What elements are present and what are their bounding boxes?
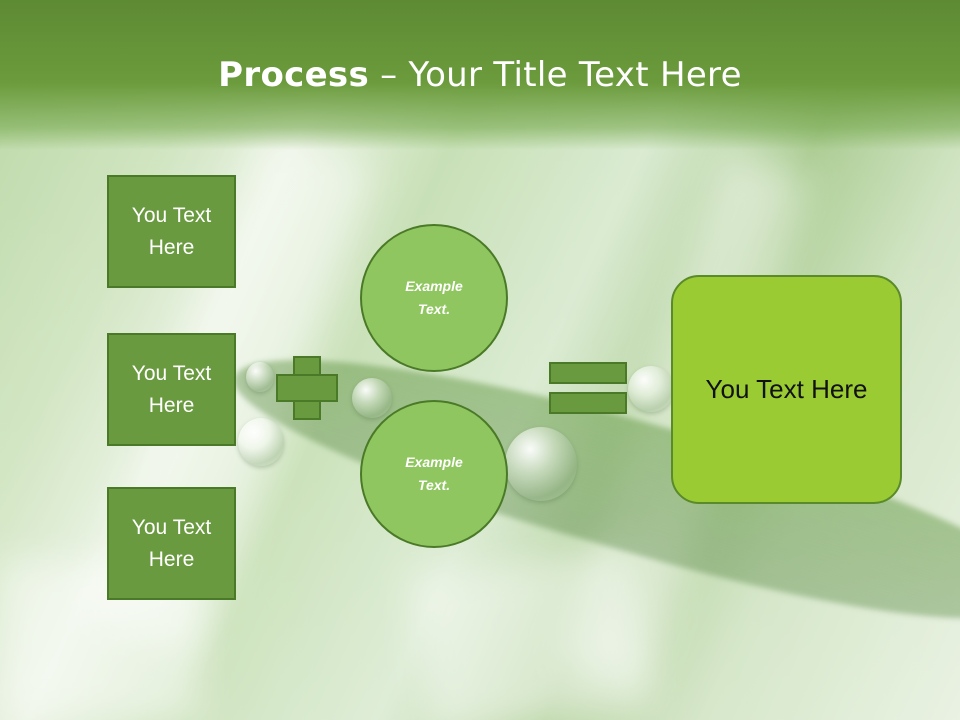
result-label: You Text Here xyxy=(705,374,868,404)
input-box-line1: You Text xyxy=(131,203,212,227)
title-rest: Your Title Text Here xyxy=(408,55,742,95)
result-box[interactable]: You Text Here xyxy=(671,275,902,504)
title-bar xyxy=(0,0,960,150)
plus-icon-center xyxy=(295,376,319,400)
page-title: Process – Your Title Text Here xyxy=(0,50,960,100)
input-box-line1: You Text xyxy=(131,515,212,539)
circle-line2: Text. xyxy=(417,301,451,317)
equals-icon-bottom-bar xyxy=(549,392,627,414)
title-bold-part: Process xyxy=(218,55,370,95)
circle-line1: Example xyxy=(405,454,463,470)
equals-icon-top-bar xyxy=(549,362,627,384)
circle-line2: Text. xyxy=(417,477,451,493)
title-separator: – xyxy=(369,55,409,95)
water-drop xyxy=(628,366,674,412)
water-drop xyxy=(238,418,284,466)
water-drop xyxy=(352,378,392,418)
light-streak xyxy=(409,545,651,720)
input-box-line2: Here xyxy=(148,235,195,259)
input-box-line2: Here xyxy=(148,393,195,417)
circle-line1: Example xyxy=(405,278,463,294)
water-drop xyxy=(246,362,274,392)
water-drop xyxy=(505,427,577,501)
input-box-line2: Here xyxy=(148,547,195,571)
input-box-line1: You Text xyxy=(131,361,212,385)
